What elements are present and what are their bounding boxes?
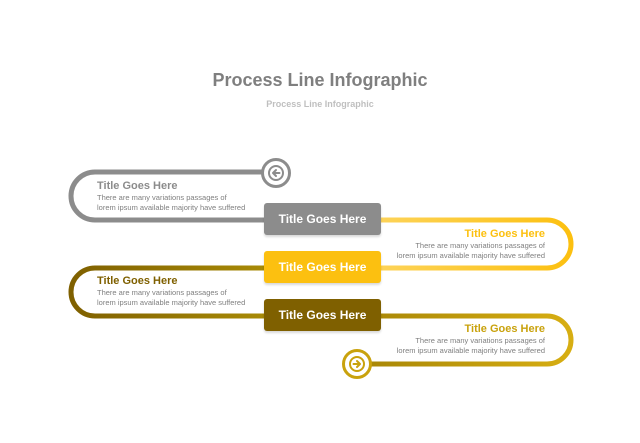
arrow-right-circle-icon (342, 349, 372, 379)
step-text-3: Title Goes Here There are many variation… (97, 275, 247, 317)
step-text-4: Title Goes Here There are many variation… (395, 323, 545, 365)
step-box-2: Title Goes Here (264, 251, 381, 283)
step-description: There are many variations passages of lo… (396, 241, 545, 260)
step-box-1: Title Goes Here (264, 203, 381, 235)
step-title: Title Goes Here (97, 180, 178, 192)
arrow-left-circle-icon (261, 158, 291, 188)
step-text-2: Title Goes Here There are many variation… (395, 228, 545, 270)
step-text-1: Title Goes Here There are many variation… (97, 180, 247, 222)
line-segment-yellow (381, 217, 574, 271)
step-title: Title Goes Here (464, 228, 546, 240)
line-segment-gray (68, 169, 264, 223)
line-segment-olive (68, 265, 264, 319)
page-title: Process Line Infographic (212, 70, 428, 90)
step-description: There are many variations passages of lo… (97, 193, 246, 212)
step-description: There are many variations passages of lo… (97, 288, 246, 307)
step-description: There are many variations passages of lo… (396, 336, 545, 355)
line-segment-gold (357, 313, 574, 367)
step-box-3: Title Goes Here (264, 299, 381, 331)
step-title: Title Goes Here (464, 323, 546, 335)
step-title: Title Goes Here (97, 275, 178, 287)
page-subtitle: Process Line Infographic (266, 99, 374, 109)
